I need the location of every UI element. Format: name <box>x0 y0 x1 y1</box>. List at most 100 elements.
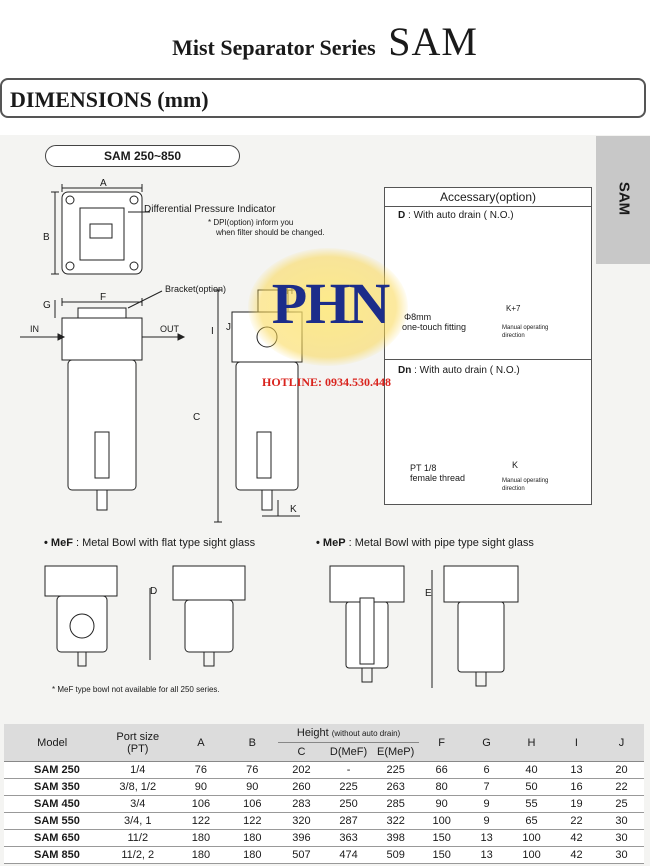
manual-3: Manual operating <box>502 478 549 484</box>
watermark-logo <box>248 248 408 366</box>
mef-caption: • MeF : Metal Bowl with flat type sight … <box>44 537 256 549</box>
cell-f: 100 <box>419 812 465 830</box>
dim-a-label: A <box>100 178 107 189</box>
dim-e-label: E <box>425 588 432 599</box>
dim-i-label: I <box>211 326 214 337</box>
col-h: H <box>509 724 554 762</box>
mep-code: MeP <box>322 537 346 549</box>
cell-j: 22 <box>598 778 644 796</box>
cell-c: 283 <box>277 795 326 813</box>
k-label: K <box>512 460 519 470</box>
in-label: IN <box>30 324 39 334</box>
table-row: SAM 850 11/2, 2 180 180 507 474 509 150 … <box>4 846 644 864</box>
col-i: I <box>553 724 599 762</box>
col-b: B <box>226 724 278 762</box>
cell-b: 90 <box>226 778 278 796</box>
cell-a: 90 <box>175 778 227 796</box>
table-row: SAM 550 3/4, 1 122 122 320 287 322 100 9… <box>4 812 644 830</box>
cell-a: 122 <box>175 812 227 830</box>
col-e: E(MeP) <box>372 742 420 762</box>
title-series: SAM <box>388 19 478 64</box>
cell-j: 30 <box>598 812 644 830</box>
cell-d: 250 <box>325 795 373 813</box>
cell-b: 76 <box>226 761 278 779</box>
col-d: D(MeF) <box>325 742 373 762</box>
cell-f: 80 <box>419 778 465 796</box>
side-tab <box>596 136 650 264</box>
cell-d: 225 <box>325 778 373 796</box>
cell-h: 50 <box>509 778 554 796</box>
accessory-box: Accessary(option) <box>384 187 592 505</box>
cell-h: 55 <box>509 795 554 813</box>
table-row: SAM 450 3/4 106 106 283 250 285 90 9 55 … <box>4 795 644 813</box>
cell-port: 11/2, 2 <box>100 846 176 864</box>
cell-f: 66 <box>419 761 465 779</box>
cell-f: 90 <box>419 795 465 813</box>
cell-b: 180 <box>226 846 278 864</box>
cell-c: 396 <box>277 829 326 847</box>
page-title: Mist Separator Series SAM <box>0 18 650 65</box>
cell-g: 9 <box>464 812 510 830</box>
cell-model: SAM 350 <box>4 778 101 796</box>
cell-j: 25 <box>598 795 644 813</box>
col-port-label: Port size <box>116 730 160 743</box>
cell-model: SAM 250 <box>4 761 101 779</box>
dim-j-label: J <box>226 322 231 333</box>
acc-d-caption: D : With auto drain ( N.O.) <box>398 210 514 221</box>
manual-4: direction <box>502 486 525 492</box>
cell-c: 260 <box>277 778 326 796</box>
cell-b: 180 <box>226 829 278 847</box>
cell-b: 122 <box>226 812 278 830</box>
cell-g: 7 <box>464 778 510 796</box>
dim-b-label: B <box>43 232 50 243</box>
col-port-unit: (PT) <box>127 742 149 755</box>
cell-c: 202 <box>277 761 326 779</box>
cell-e: 285 <box>372 795 420 813</box>
cell-g: 6 <box>464 761 510 779</box>
acc-d-desc: : With auto drain ( N.O.) <box>408 210 514 221</box>
manual-1: Manual operating <box>502 325 549 331</box>
cell-i: 42 <box>553 829 599 847</box>
cell-c: 320 <box>277 812 326 830</box>
cell-port: 3/8, 1/2 <box>100 778 176 796</box>
cell-i: 22 <box>553 812 599 830</box>
acc-dn-desc: : With auto drain ( N.O.) <box>414 365 520 376</box>
table-row: SAM 650 11/2 180 180 396 363 398 150 13 … <box>4 829 644 847</box>
cell-model: SAM 850 <box>4 846 101 864</box>
col-height-note: (without auto drain) <box>331 729 401 738</box>
cell-a: 180 <box>175 846 227 864</box>
accessory-title: Accessary(option) <box>385 188 591 207</box>
cell-port: 1/4 <box>100 761 176 779</box>
top-view-inner <box>79 207 125 261</box>
dimensions-table: Model Port size (PT) A B Height (without… <box>4 724 644 864</box>
cell-g: 9 <box>464 795 510 813</box>
dpi-label: Differential Pressure Indicator <box>144 204 276 215</box>
section-header: DIMENSIONS (mm) <box>0 78 646 118</box>
watermark-text: PHN <box>271 271 390 336</box>
cell-e: 263 <box>372 778 420 796</box>
cell-d: 363 <box>325 829 373 847</box>
dim-c-label: C <box>193 412 201 423</box>
col-j: J <box>598 724 644 762</box>
accessory-divider <box>385 359 591 360</box>
cell-f: 150 <box>419 829 465 847</box>
cell-d: 474 <box>325 846 373 864</box>
col-model: Model <box>4 724 101 762</box>
cell-d: 287 <box>325 812 373 830</box>
cell-j: 30 <box>598 829 644 847</box>
cell-i: 13 <box>553 761 599 779</box>
cell-c: 507 <box>277 846 326 864</box>
cell-h: 65 <box>509 812 554 830</box>
dim-g-label: G <box>43 300 51 311</box>
cell-d: - <box>325 761 373 779</box>
thread-2: female thread <box>410 473 466 483</box>
col-f: F <box>419 724 465 762</box>
cell-i: 16 <box>553 778 599 796</box>
acc-dn-code: Dn <box>398 365 412 376</box>
cell-h: 100 <box>509 846 554 864</box>
col-port: Port size (PT) <box>100 724 176 762</box>
cell-a: 180 <box>175 829 227 847</box>
k7-label: K+7 <box>506 304 521 313</box>
cell-port: 11/2 <box>100 829 176 847</box>
acc-dn-caption: Dn : With auto drain ( N.O.) <box>398 365 520 376</box>
